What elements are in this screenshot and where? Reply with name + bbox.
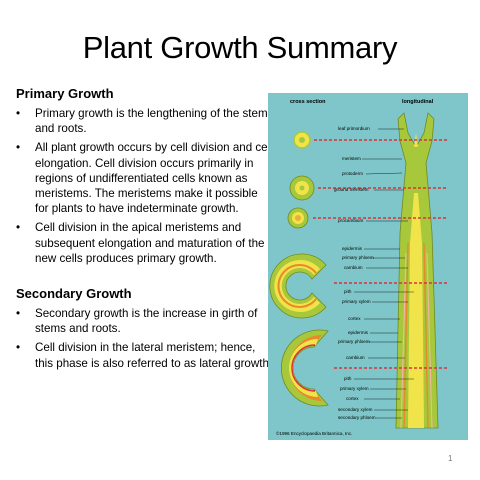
label-primary-xylem: primary xylem xyxy=(342,299,371,304)
cross-section-procambium xyxy=(287,207,309,229)
label-cambium: cambium xyxy=(346,355,365,360)
bullet-symbol: • xyxy=(16,221,21,235)
cross-section-ground-meristem xyxy=(289,175,315,201)
bullet-symbol: • xyxy=(16,141,21,155)
label-meristem: meristem xyxy=(342,156,361,161)
plant-diagram-svg: cross section longitudinal xyxy=(268,93,468,440)
bullet-item: • Secondary growth is the increase in gir… xyxy=(16,306,274,336)
bullet-text: Cell division in the lateral meristem; h… xyxy=(35,341,269,370)
primary-growth-bullets: • Primary growth is the lengthening of th… xyxy=(16,106,274,270)
bullet-item: • Cell division in the apical meristems a… xyxy=(16,220,274,266)
label-epidermis: epidermis xyxy=(348,330,369,335)
label-pith: pith xyxy=(344,289,352,294)
cut-lines xyxy=(313,139,448,369)
label-ground-meristem: ground meristem xyxy=(334,187,369,192)
label-secondary-phloem: secondary phloem xyxy=(338,415,376,420)
bullet-text: Cell division in the apical meristems an… xyxy=(35,221,265,265)
bullet-text: Primary growth is the lengthening of the… xyxy=(35,107,268,136)
label-cortex: cortex xyxy=(346,396,359,401)
bullet-item: • Primary growth is the lengthening of th… xyxy=(16,106,274,136)
label-pith: pith xyxy=(344,376,352,381)
bullet-item: • Cell division in the lateral meristem; … xyxy=(16,340,274,370)
figure-copyright: ©1996 Encyclopaedia Britannica, Inc. xyxy=(276,430,352,436)
page-number: 1 xyxy=(448,454,453,463)
secondary-growth-bullets: • Secondary growth is the increase in gir… xyxy=(16,306,274,375)
label-primary-phloem: primary phloem xyxy=(342,255,374,260)
label-secondary-xylem: secondary xylem xyxy=(338,407,373,412)
secondary-growth-heading: Secondary Growth xyxy=(16,286,132,301)
bullet-symbol: • xyxy=(16,107,21,120)
bullet-symbol: • xyxy=(16,341,21,355)
slide-title: Plant Growth Summary xyxy=(82,30,398,65)
label-primary-phloem: primary phloem xyxy=(338,339,370,344)
label-procambium: procambium xyxy=(338,218,363,223)
label-epidermis: epidermis xyxy=(342,246,363,251)
label-primary-xylem: primary xylem xyxy=(340,386,369,391)
leader-lines xyxy=(354,128,414,419)
label-cortex: cortex xyxy=(348,316,361,321)
primary-growth-heading: Primary Growth xyxy=(16,86,114,101)
cross-section-secondary xyxy=(281,329,329,407)
cross-section-meristem xyxy=(293,131,311,149)
label-leaf-primordium: leaf primordium xyxy=(338,126,370,131)
bullet-symbol: • xyxy=(16,307,21,320)
plant-growth-figure: cross section longitudinal xyxy=(268,93,468,440)
bullet-text: Secondary growth is the increase in girt… xyxy=(35,307,258,336)
cross-section-primary xyxy=(269,253,327,319)
label-protoderm: protoderm xyxy=(342,171,363,176)
bullet-item: • All plant growth occurs by cell divisio… xyxy=(16,140,274,216)
bullet-text: All plant growth occurs by cell division… xyxy=(35,141,273,216)
header-longitudinal: longitudinal xyxy=(402,99,434,105)
header-cross-section: cross section xyxy=(290,99,326,105)
label-cambium: cambium xyxy=(344,265,363,270)
